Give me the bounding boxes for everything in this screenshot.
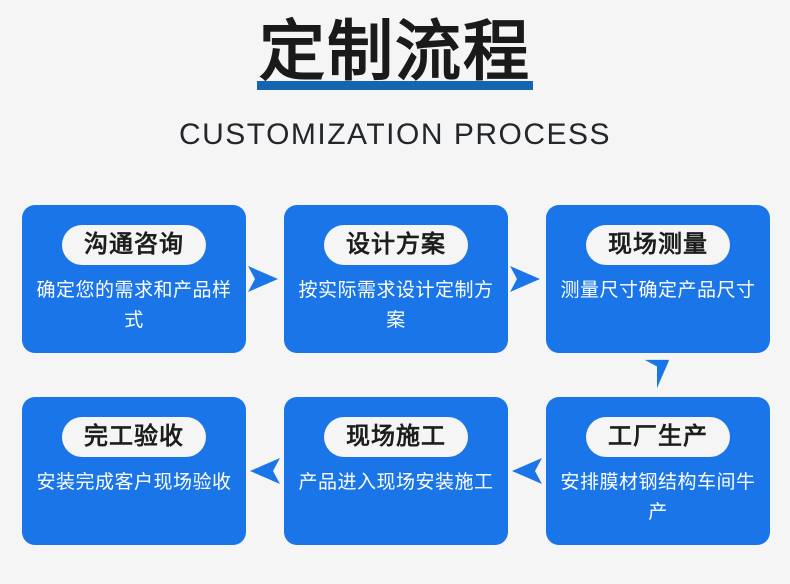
flow-step-badge-4: 工厂生产: [586, 417, 730, 457]
title-underline-bar: [257, 81, 533, 90]
page-title: 定制流程: [259, 13, 531, 90]
flow-step-badge-2: 设计方案: [324, 225, 468, 265]
page-header: 定制流程 CUSTOMIZATION PROCESS: [0, 0, 790, 180]
flow-step-card-4[interactable]: 工厂生产 安排膜材钢结构车间牛产: [546, 397, 770, 545]
flow-step-description-2: 按实际需求设计定制方案: [298, 279, 494, 331]
flow-step-description-4: 安排膜材钢结构车间牛产: [560, 471, 756, 523]
flow-step-card-1[interactable]: 沟通咨询 确定您的需求和产品样式: [22, 205, 246, 353]
flow-step-badge-5: 现场施工: [324, 417, 468, 457]
arrow-left-icon: [248, 456, 282, 486]
flow-step-description-1: 确定您的需求和产品样式: [36, 279, 232, 331]
flow-step-badge-6: 完工验收: [62, 417, 206, 457]
arrow-down-icon: [641, 358, 673, 390]
flow-step-card-2[interactable]: 设计方案 按实际需求设计定制方案: [284, 205, 508, 353]
flow-step-description-6: 安装完成客户现场验收: [36, 471, 232, 493]
flow-step-badge-1: 沟通咨询: [62, 225, 206, 265]
flow-step-description-5: 产品进入现场安装施工: [298, 471, 494, 493]
flow-step-badge-3: 现场测量: [586, 225, 730, 265]
arrow-right-icon: [246, 264, 280, 294]
flow-step-card-6[interactable]: 完工验收 安装完成客户现场验收: [22, 397, 246, 545]
flow-step-card-3[interactable]: 现场测量 测量尺寸确定产品尺寸: [546, 205, 770, 353]
flow-step-card-5[interactable]: 现场施工 产品进入现场安装施工: [284, 397, 508, 545]
flow-step-description-3: 测量尺寸确定产品尺寸: [560, 279, 756, 301]
page-subtitle: CUSTOMIZATION PROCESS: [178, 118, 612, 151]
title-block: 定制流程: [0, 13, 790, 90]
arrow-right-icon: [508, 264, 542, 294]
arrow-left-icon: [510, 456, 544, 486]
